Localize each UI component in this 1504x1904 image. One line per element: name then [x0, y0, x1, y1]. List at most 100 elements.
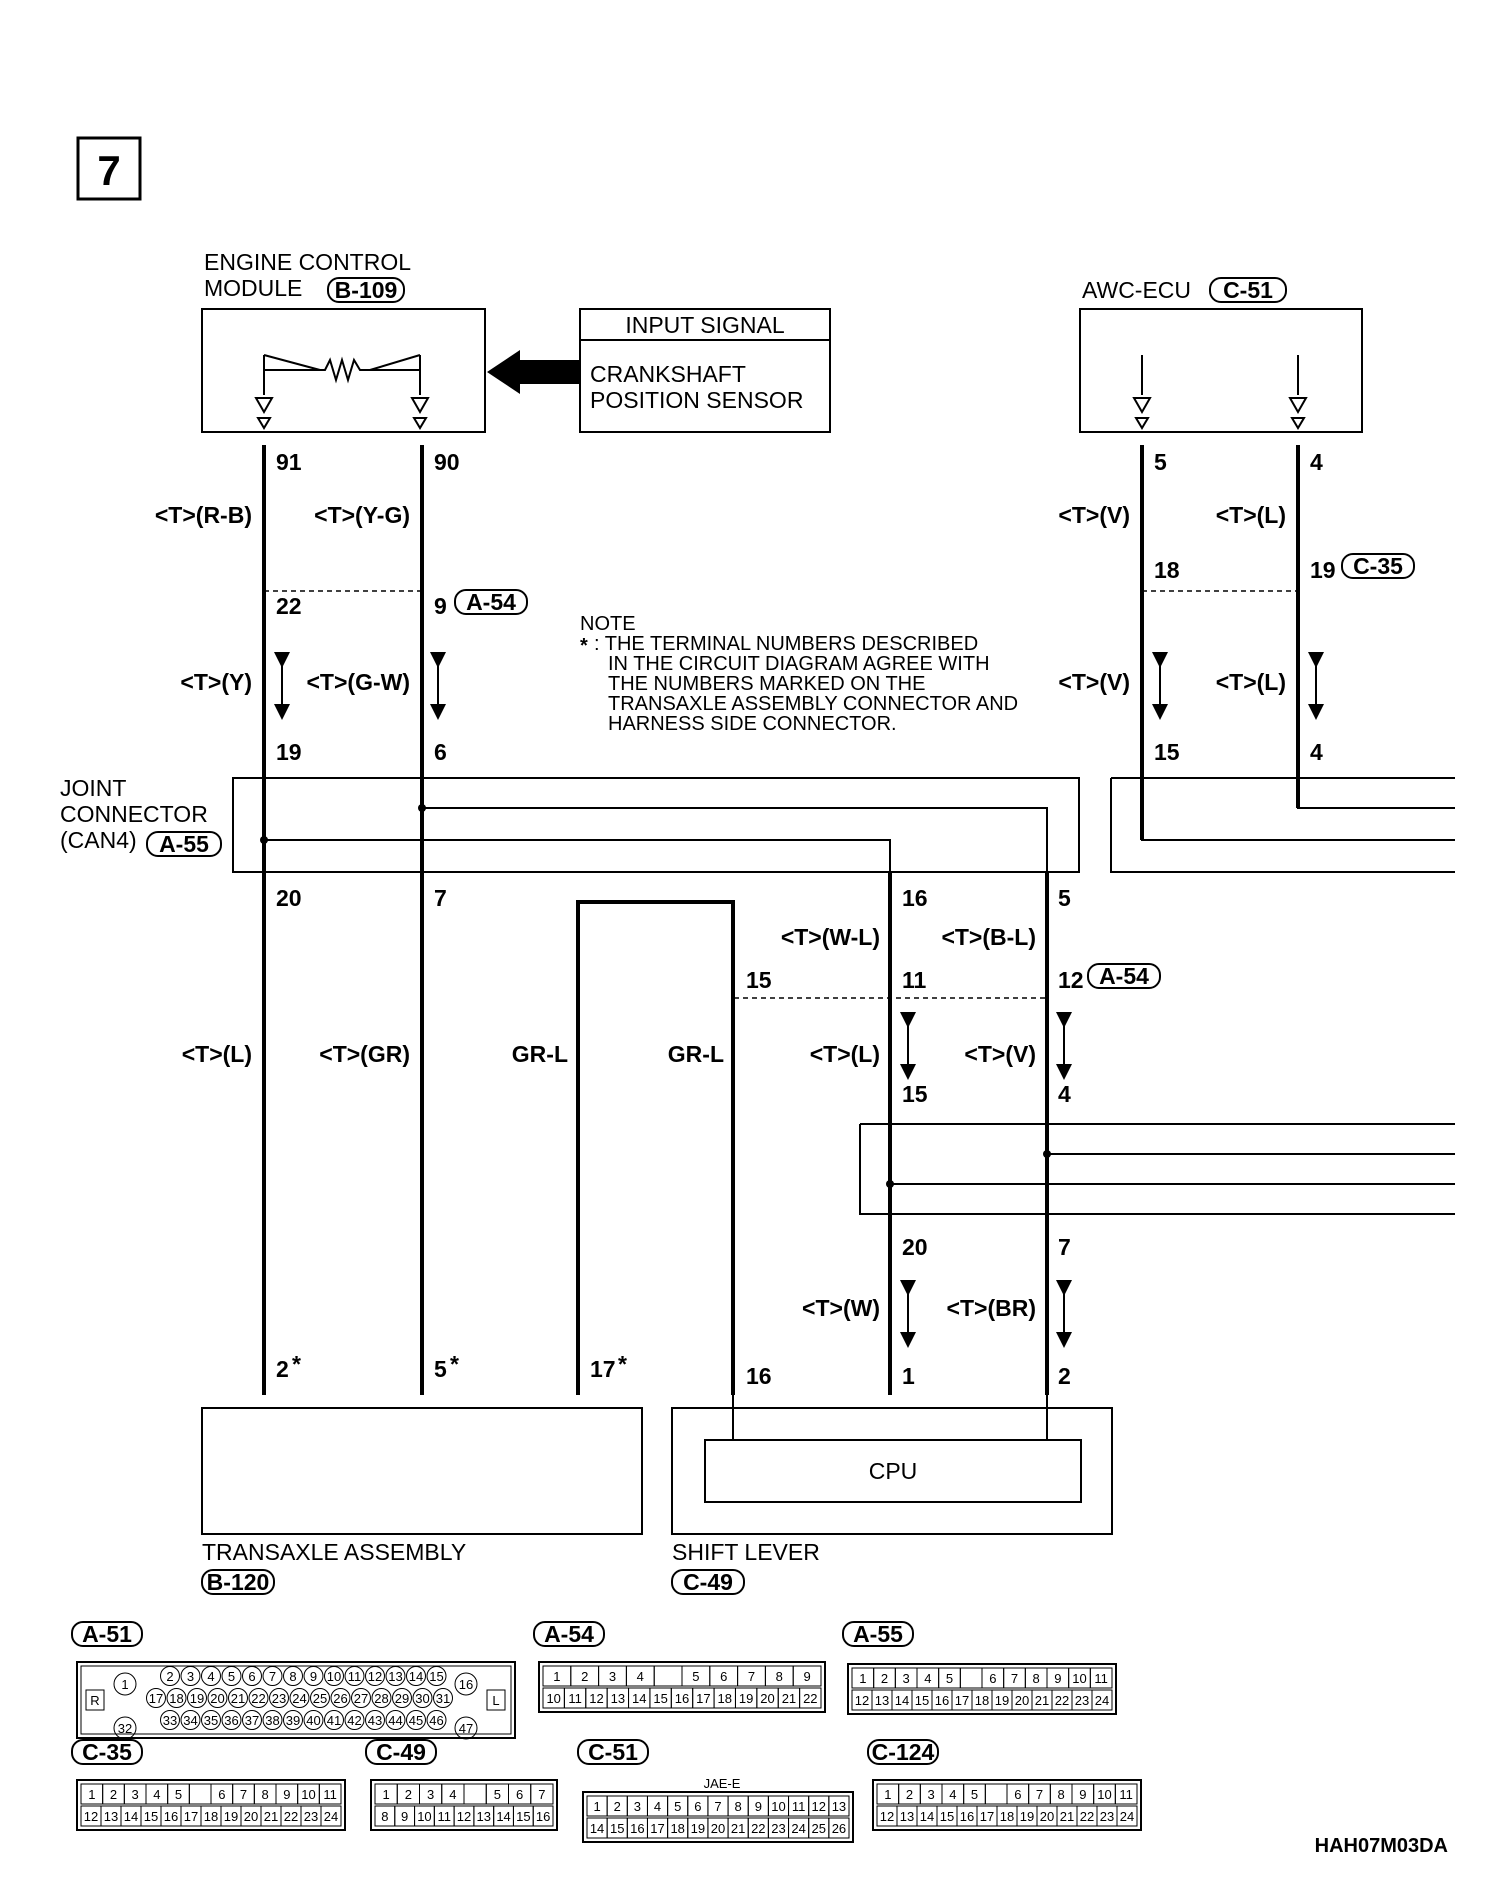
pin-7: 7	[1036, 1787, 1043, 1802]
star-1: *	[292, 1351, 301, 1377]
pin-20: 20	[1015, 1693, 1029, 1708]
pin-16: 16	[164, 1809, 178, 1824]
connector-view-c35	[76, 1779, 346, 1831]
note-line-4: TRANSAXLE ASSEMBLY CONNECTOR AND	[608, 693, 1018, 715]
bidirectional-arrows	[274, 652, 1324, 1348]
pin-22: 22	[1055, 1693, 1069, 1708]
pin-47: 47	[459, 1721, 473, 1736]
pin-19: 19	[224, 1809, 238, 1824]
pin-16: 16	[536, 1809, 550, 1824]
pin-11: 11	[323, 1787, 337, 1802]
pin-12: 12	[589, 1691, 603, 1706]
pin-6: 6	[516, 1787, 523, 1802]
pin-3: 3	[634, 1799, 641, 1814]
pin-8: 8	[735, 1799, 742, 1814]
pin-4: 4	[153, 1787, 160, 1802]
terminal-awc-5: 5	[1154, 449, 1167, 475]
pin-5: 5	[674, 1799, 681, 1814]
wire-set-ecm	[262, 445, 424, 1395]
pin-10: 10	[327, 1669, 341, 1684]
note-line-5: HARNESS SIDE CONNECTOR.	[608, 713, 897, 735]
pin-46: 46	[429, 1713, 443, 1728]
pin-2: 2	[581, 1669, 588, 1684]
pin-15: 15	[915, 1693, 929, 1708]
pin-23: 23	[272, 1691, 286, 1706]
pin-13: 13	[104, 1809, 118, 1824]
wire-y-label: <T>(Y)	[180, 669, 252, 695]
terminal-7b: 7	[1058, 1234, 1071, 1260]
pin-8: 8	[1033, 1671, 1040, 1686]
pin-3: 3	[187, 1669, 194, 1684]
pin-10: 10	[771, 1799, 785, 1814]
pin-28: 28	[374, 1691, 388, 1706]
pin-12: 12	[84, 1809, 98, 1824]
pin-7: 7	[538, 1787, 545, 1802]
pin-19: 19	[995, 1693, 1009, 1708]
pin-10: 10	[301, 1787, 315, 1802]
pin-9: 9	[1054, 1671, 1061, 1686]
pin-2: 2	[405, 1787, 412, 1802]
pin-18: 18	[204, 1809, 218, 1824]
joint-title-3: (CAN4)	[60, 827, 137, 853]
wire-v2-label: <T>(V)	[964, 1041, 1036, 1067]
pin-38: 38	[265, 1713, 279, 1728]
transaxle-box	[201, 1407, 643, 1535]
pin-1: 1	[121, 1677, 128, 1692]
transaxle-connector: B-120	[207, 1569, 270, 1595]
note-heading: NOTE	[580, 613, 636, 635]
pin-25: 25	[812, 1821, 826, 1836]
ecm-title-2: MODULE	[204, 275, 302, 301]
joint-title-2: CONNECTOR	[60, 801, 208, 827]
signal-arrow-icon	[487, 350, 580, 394]
pin-5: 5	[175, 1787, 182, 1802]
pin-35: 35	[204, 1713, 218, 1728]
connector-c35-badge: C-35	[1353, 553, 1403, 579]
pin-26: 26	[832, 1821, 846, 1836]
terminal-19: 19	[276, 739, 302, 765]
pin-14: 14	[632, 1691, 646, 1706]
pin-15: 15	[653, 1691, 667, 1706]
pin-3: 3	[132, 1787, 139, 1802]
wire-bl-label: <T>(B-L)	[941, 924, 1036, 950]
connector-view-a54	[538, 1661, 826, 1713]
pin-12: 12	[368, 1669, 382, 1684]
pin-17: 17	[650, 1821, 664, 1836]
terminal-17-star: 17	[590, 1356, 616, 1382]
pin-33: 33	[163, 1713, 177, 1728]
pin-3: 3	[609, 1669, 616, 1684]
awc-ecu-connector: C-51	[1223, 277, 1273, 303]
ecm-connector-badge	[327, 277, 405, 303]
connector-view-c124	[872, 1779, 1142, 1831]
wire-90-label: <T>(Y-G)	[314, 502, 410, 528]
connector-view-c51-label: C-51	[588, 1739, 638, 1765]
wire-gw-label: <T>(G-W)	[307, 669, 411, 695]
pin-15: 15	[940, 1809, 954, 1824]
pin-21: 21	[1060, 1809, 1074, 1824]
terminal-12: 12	[1058, 967, 1084, 993]
pin-7: 7	[1011, 1671, 1018, 1686]
pin-23: 23	[771, 1821, 785, 1836]
note-line-1: : THE TERMINAL NUMBERS DESCRIBED	[594, 633, 978, 655]
pin-25: 25	[313, 1691, 327, 1706]
pin-13: 13	[875, 1693, 889, 1708]
input-signal-header: INPUT SIGNAL	[625, 312, 785, 338]
input-signal-line1: CRANKSHAFT	[590, 361, 746, 387]
pin-20: 20	[244, 1809, 258, 1824]
pin-24: 24	[791, 1821, 805, 1836]
pin-18: 18	[169, 1691, 183, 1706]
pin-21: 21	[1035, 1693, 1049, 1708]
pin-7: 7	[269, 1669, 276, 1684]
pin-4: 4	[654, 1799, 661, 1814]
terminal-22: 22	[276, 593, 302, 619]
wire-awc-l1-label: <T>(L)	[1216, 502, 1286, 528]
wire-awc-v1-label: <T>(V)	[1058, 502, 1130, 528]
joint-connector-box	[232, 777, 1080, 873]
pin-15: 15	[429, 1669, 443, 1684]
pin-34: 34	[183, 1713, 197, 1728]
pin-22: 22	[803, 1691, 817, 1706]
cpu-box	[704, 1439, 1082, 1503]
pin-15: 15	[144, 1809, 158, 1824]
awc-ecu-box	[1079, 308, 1363, 433]
pin-21: 21	[731, 1821, 745, 1836]
